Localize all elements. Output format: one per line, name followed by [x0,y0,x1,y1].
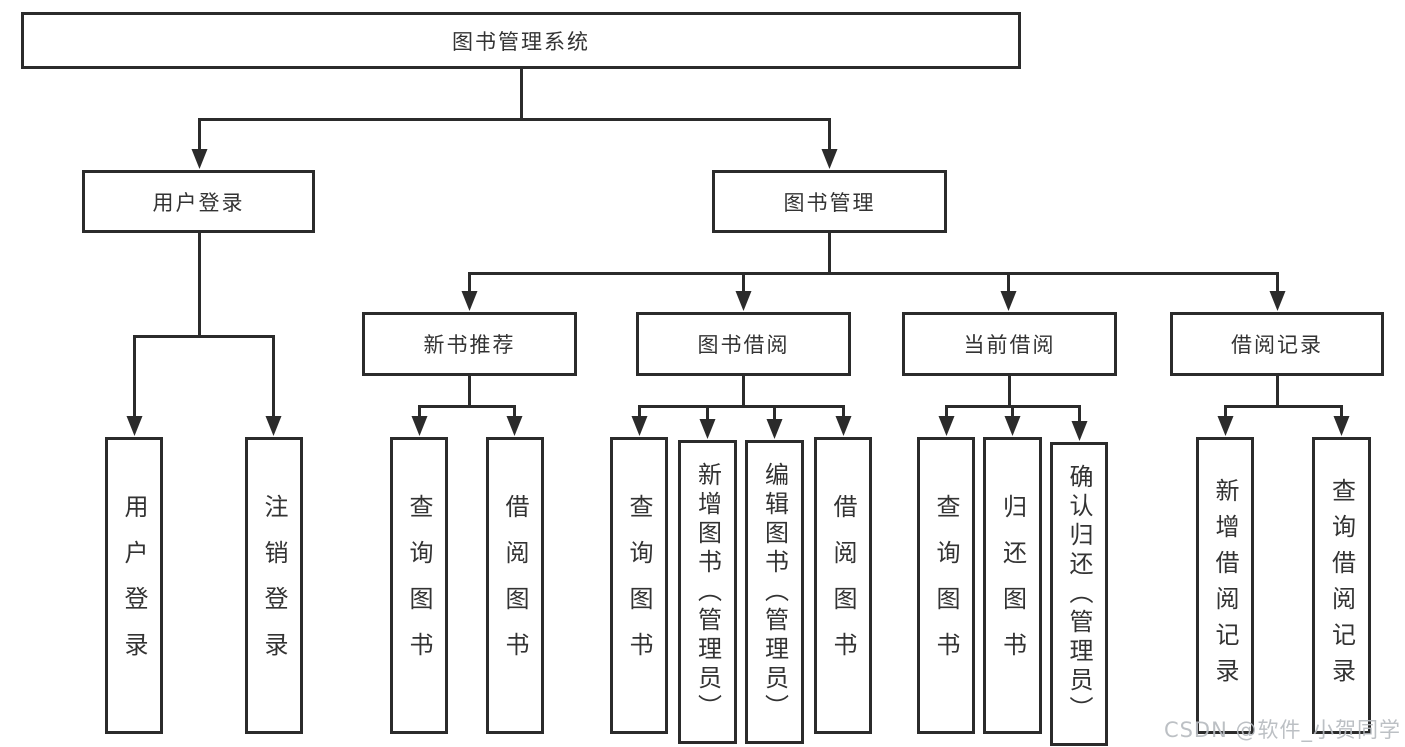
leaf-label: 查询图书 [405,493,433,678]
node-book-borrowing: 图书借阅 [636,312,851,376]
leaf-label: 新增图书（管理员） [693,461,722,723]
leaf-label: 查询图书 [932,493,960,678]
connector-bars [134,69,1342,408]
connector-arrows [126,118,1350,441]
leaf-logout: 注销登录 [245,437,303,734]
leaf-query-borrow-records: 查询借阅记录 [1312,437,1371,734]
leaf-borrowing-borrow-books: 借阅图书 [814,437,872,734]
node-new-book-recommendation: 新书推荐 [362,312,577,376]
leaf-user-login: 用户登录 [105,437,163,734]
csdn-watermark: CSDN @软件_小贺同学 [1163,718,1401,742]
leaf-label: 查询借阅记录 [1327,477,1356,694]
node-library-management-system: 图书管理系统 [21,12,1021,69]
node-user-login: 用户登录 [82,170,315,233]
node-current-borrowing: 当前借阅 [902,312,1117,376]
leaf-add-books-admin: 新增图书（管理员） [678,440,737,744]
leaf-label: 确认归还（管理员） [1065,463,1093,725]
leaf-label: 用户登录 [120,493,148,678]
leaf-label: 借阅图书 [829,493,857,678]
node-book-management: 图书管理 [712,170,947,233]
leaf-label: 归还图书 [998,493,1027,678]
leaf-recommend-query-books: 查询图书 [390,437,448,734]
leaf-current-query-books: 查询图书 [917,437,975,734]
leaf-edit-books-admin: 编辑图书（管理员） [745,440,804,744]
leaf-label: 编辑图书（管理员） [760,461,789,723]
leaf-return-books: 归还图书 [983,437,1042,734]
leaf-borrowing-query-books: 查询图书 [610,437,668,734]
leaf-recommend-borrow-books: 借阅图书 [486,437,544,734]
leaf-add-borrow-record: 新增借阅记录 [1196,437,1254,734]
leaf-label: 注销登录 [260,493,288,678]
leaf-confirm-return-admin: 确认归还（管理员） [1050,442,1108,746]
leaf-label: 新增借阅记录 [1211,477,1239,694]
leaf-label: 查询图书 [625,493,653,678]
leaf-label: 借阅图书 [501,493,529,678]
node-borrowing-records: 借阅记录 [1170,312,1384,376]
